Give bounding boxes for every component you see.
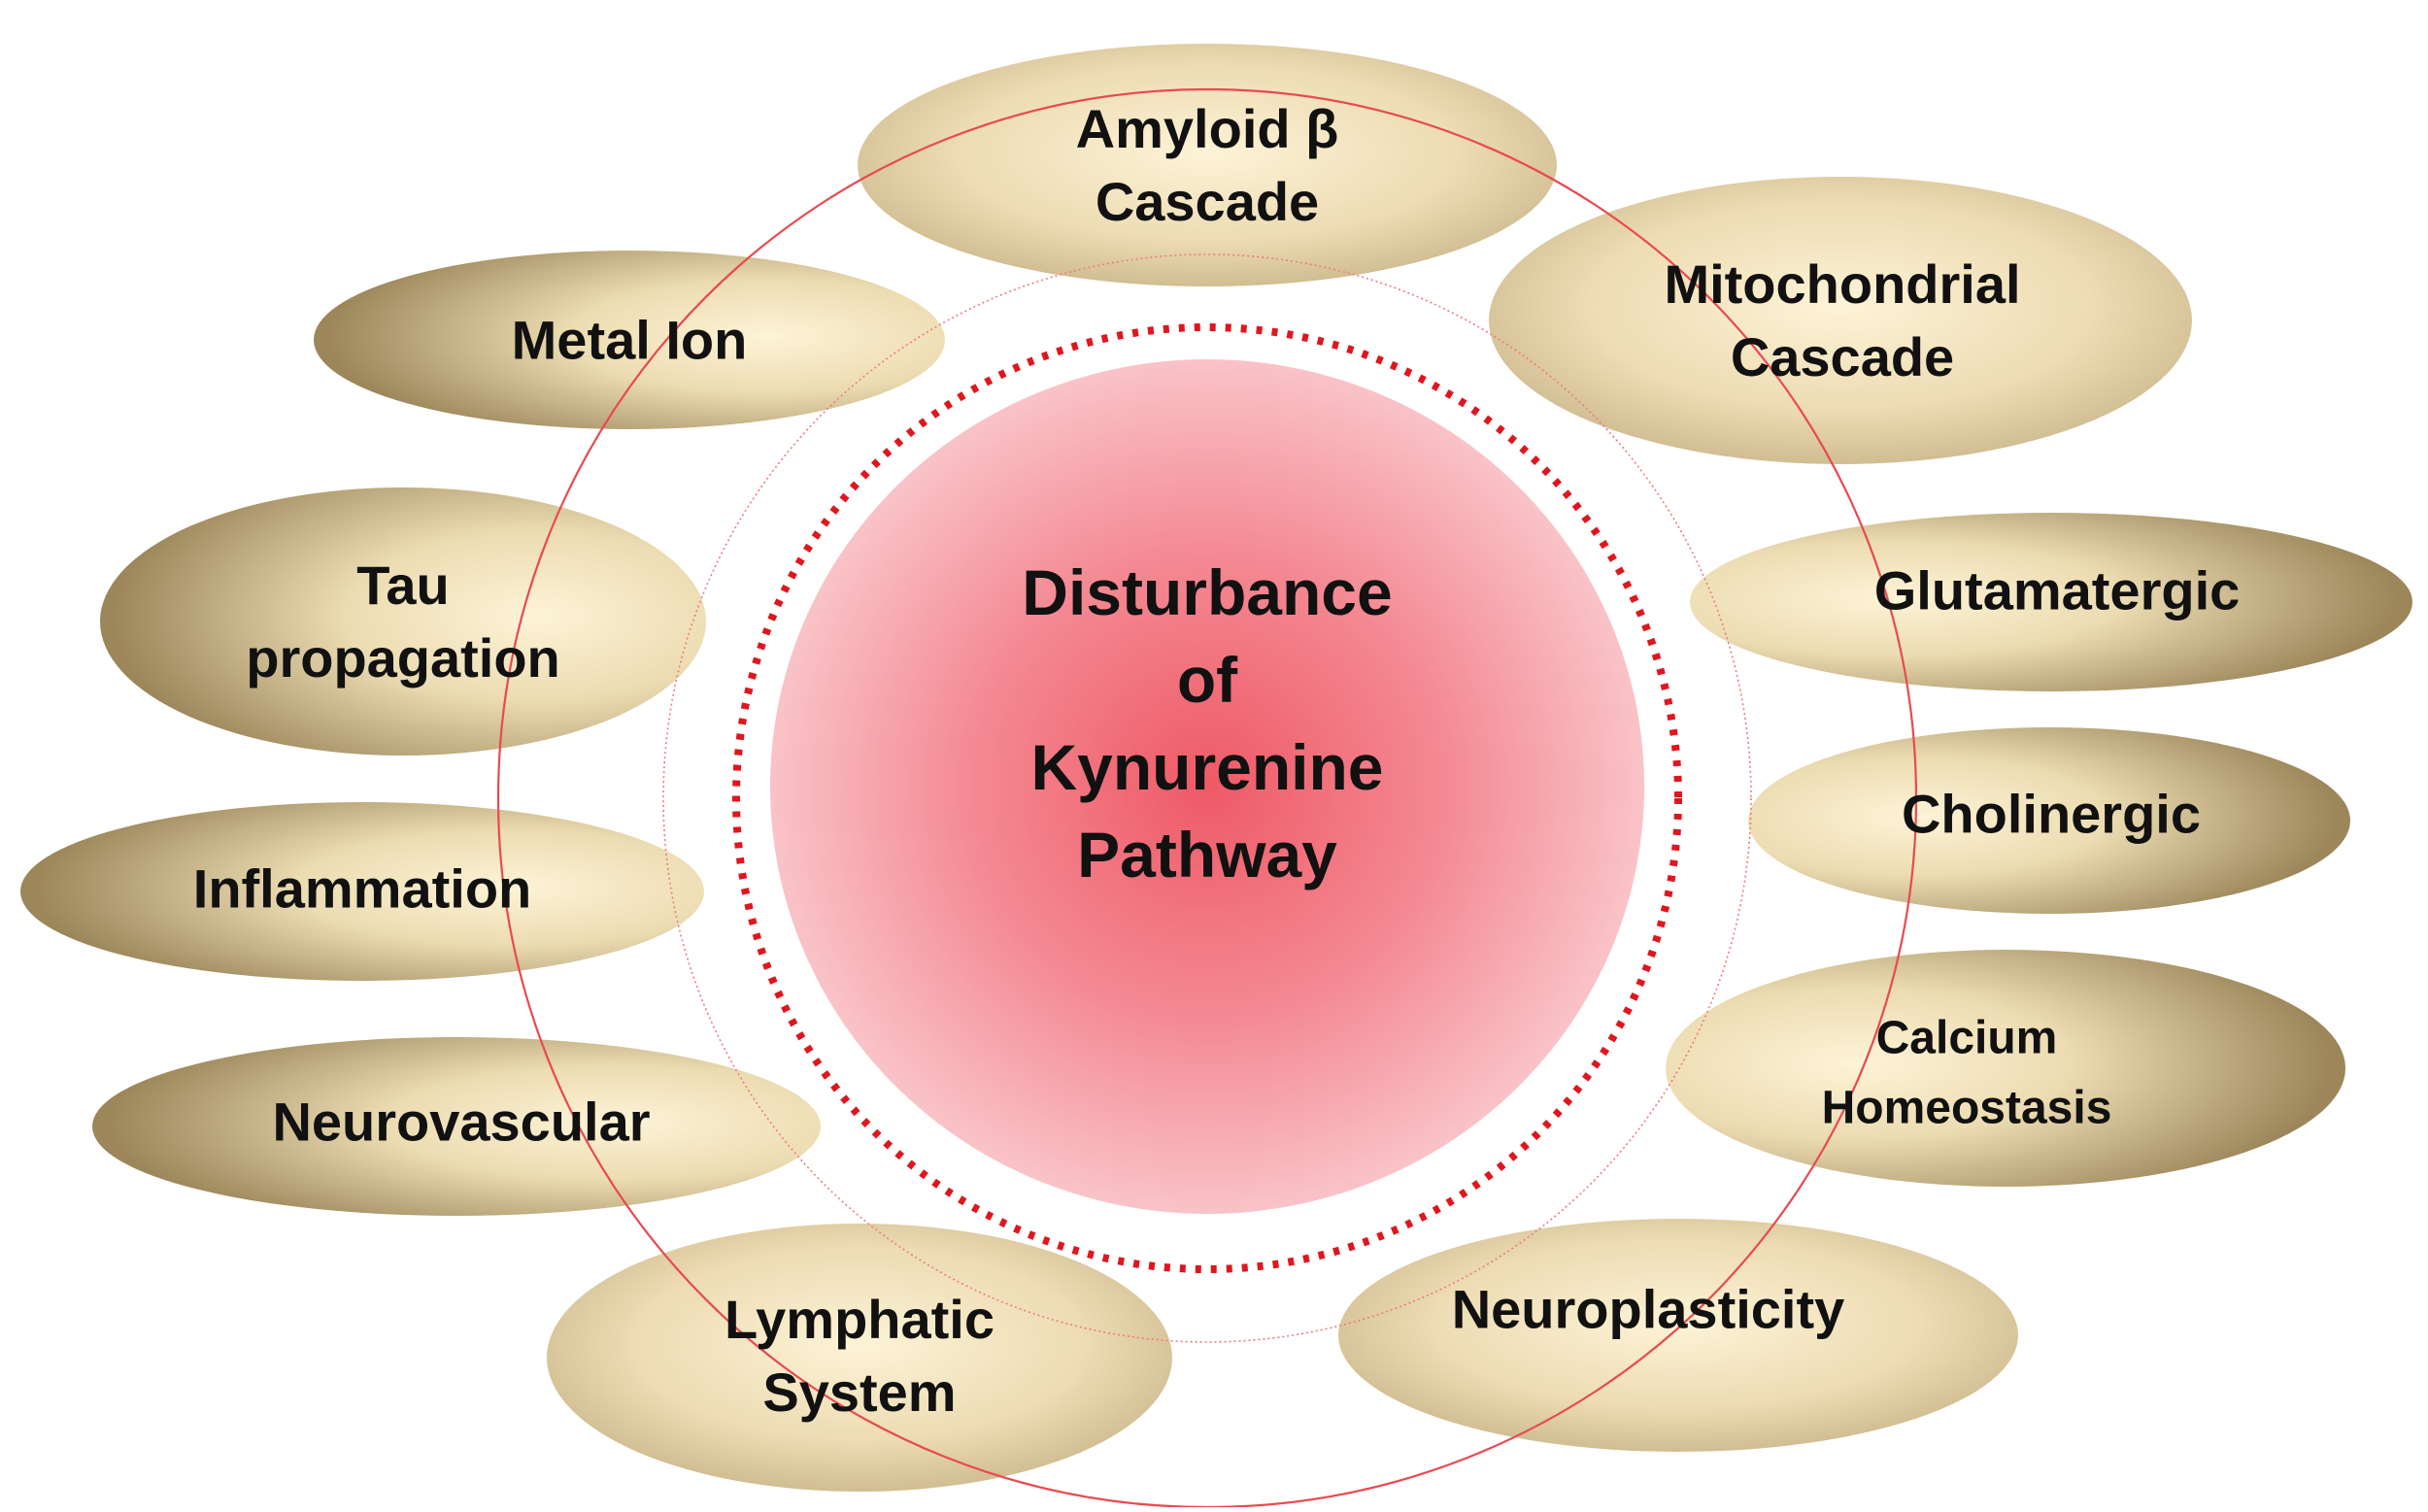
glutamatergic-oval bbox=[1690, 513, 2412, 691]
cholinergic-label-line-1: Cholinergic bbox=[1902, 784, 2201, 845]
mitochondrial-oval bbox=[1489, 177, 2192, 464]
mitochondrial-label-line-2: Cascade bbox=[1731, 326, 1954, 387]
category-labels: Amyloid βCascadeMitochondrialCascadeGlut… bbox=[193, 98, 2241, 1423]
calcium-label-line-2: Homeostasis bbox=[1822, 1083, 2112, 1134]
neuroplasticity-label-line-1: Neuroplasticity bbox=[1452, 1279, 1845, 1340]
metal-oval bbox=[314, 251, 945, 429]
tau-label-line-2: propagation bbox=[246, 627, 560, 689]
lymphatic-oval bbox=[547, 1224, 1172, 1492]
center-circle bbox=[770, 359, 1644, 1214]
amyloid-oval bbox=[858, 44, 1557, 286]
amyloid-label-line-2: Cascade bbox=[1096, 171, 1319, 232]
neurovascular-oval bbox=[92, 1037, 821, 1216]
lymphatic-label-line-2: System bbox=[762, 1361, 956, 1423]
middle-thin-ring bbox=[662, 253, 1752, 1343]
center-label-line-1: Disturbance bbox=[1022, 556, 1392, 628]
tau-oval bbox=[100, 487, 706, 756]
calcium-label-line-1: Calcium bbox=[1876, 1013, 2058, 1064]
inflammation-oval bbox=[20, 802, 704, 981]
center-label-line-3: Kynurenine bbox=[1030, 731, 1383, 803]
neurovascular-label-line-1: Neurovascular bbox=[272, 1092, 650, 1153]
center-label-line-4: Pathway bbox=[1077, 819, 1337, 890]
calcium-oval bbox=[1666, 950, 2345, 1187]
dotted-ring bbox=[732, 323, 1682, 1273]
amyloid-label-line-1: Amyloid β bbox=[1076, 98, 1339, 159]
category-ovals bbox=[20, 44, 2412, 1492]
mitochondrial-label-line-1: Mitochondrial bbox=[1664, 253, 2020, 315]
lymphatic-label-line-1: Lymphatic bbox=[725, 1289, 995, 1350]
center-label-line-2: of bbox=[1177, 644, 1238, 716]
cholinergic-oval bbox=[1748, 727, 2350, 914]
inflammation-label-line-1: Inflammation bbox=[193, 858, 531, 920]
neuroplasticity-oval bbox=[1338, 1219, 2018, 1452]
metal-label-line-1: Metal Ion bbox=[512, 310, 748, 371]
tau-label-line-1: Tau bbox=[356, 554, 449, 616]
glutamatergic-label-line-1: Glutamatergic bbox=[1874, 560, 2241, 622]
